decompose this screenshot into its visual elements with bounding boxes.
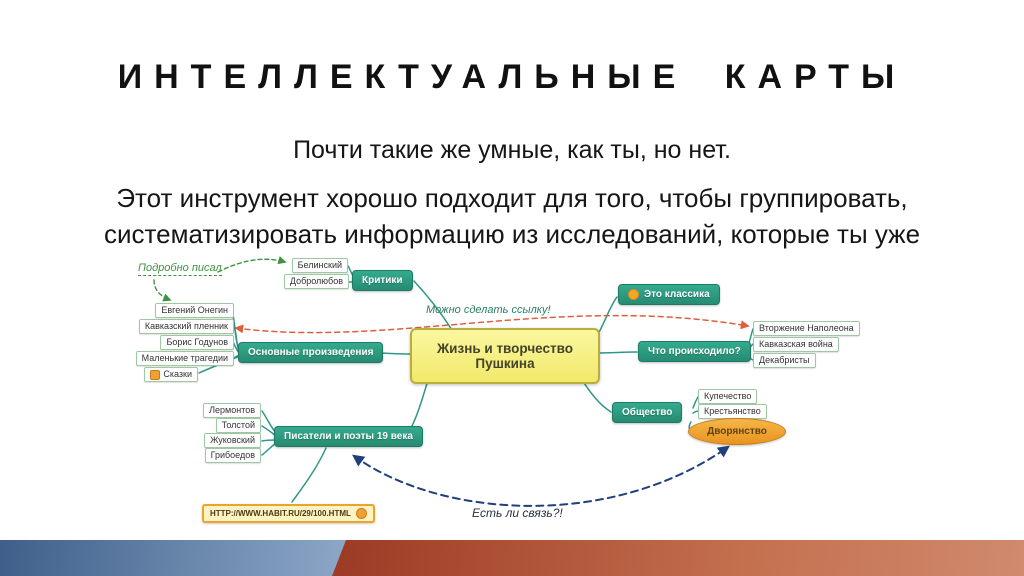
- leaf-boris-godunov: Борис Годунов: [160, 335, 234, 350]
- branch-node-writers: Писатели и поэты 19 века: [274, 426, 423, 447]
- leaf-caucasian-war: Кавказская война: [753, 337, 839, 352]
- leaf-malenkie-tragedii: Маленькие трагедии: [135, 351, 234, 366]
- leaf-napoleon-invasion: Вторжение Наполеона: [753, 321, 860, 336]
- slide-title: ИНТЕЛЛЕКТУАЛЬНЫЕ КАРТЫ: [117, 58, 907, 96]
- branch-classics-label: Это классика: [644, 289, 710, 300]
- branch-node-classics: Это классика: [618, 284, 720, 305]
- body-text-line-2: систематизировать информацию из исследов…: [103, 219, 921, 249]
- blue-dashed-relation-arrow: [352, 445, 730, 507]
- annotation-arrows: [153, 256, 750, 507]
- annotation-relation-note: Есть ли связь?!: [472, 506, 563, 520]
- leaf-evgeny-onegin: Евгений Онегин: [155, 303, 234, 318]
- central-topic-line-1: Жизнь и творчество: [436, 341, 573, 356]
- footer-red-stripe: [332, 540, 1024, 576]
- leaf-decembrists: Декабристы: [753, 353, 816, 368]
- branch-node-society: Общество: [612, 402, 683, 423]
- central-topic-node: Жизнь и творчество Пушкина: [410, 328, 600, 384]
- branch-node-events: Что происходило?: [638, 341, 751, 362]
- highlight-node-dvoryanstvo: Дворянство: [688, 418, 786, 445]
- green-dashed-arrow: [217, 256, 287, 273]
- badge-icon: [628, 289, 639, 300]
- leaf-lermontov: Лермонтов: [203, 403, 261, 418]
- leaf-kavkazsky-plennik: Кавказский пленник: [138, 319, 234, 334]
- branch-node-main-works: Основные произведения: [238, 342, 384, 363]
- body-text-line-1: Этот инструмент хорошо подходит для того…: [116, 183, 908, 213]
- footer-blue-stripe: [0, 540, 346, 576]
- mindmap-diagram: Подробно писал Можно сделать ссылку! Ест…: [130, 250, 870, 540]
- leaf-griboedov: Грибоедов: [204, 448, 261, 463]
- leaf-tolstoy: Толстой: [215, 418, 261, 433]
- link-url-text: HTTP://WWW.HABIT.RU/29/100.HTML: [210, 509, 351, 518]
- folder-icon: [150, 369, 161, 380]
- leaf-skazki: Сказки: [144, 367, 198, 382]
- mindmap-lines: [153, 256, 754, 507]
- leaf-krestyanstvo: Крестьянство: [698, 404, 767, 419]
- leaf-dobrolyubov: Добролюбов: [283, 274, 349, 289]
- central-topic-line-2: Пушкина: [475, 356, 535, 371]
- leaf-kupechestvo: Купечество: [698, 389, 758, 404]
- annotation-detail-note: Подробно писал: [138, 262, 222, 276]
- annotation-link-note: Можно сделать ссылку!: [426, 304, 551, 316]
- branch-node-critics: Критики: [352, 270, 413, 291]
- leaf-belinsky: Белинский: [291, 258, 348, 273]
- red-dashed-link-arrow: [234, 314, 750, 334]
- link-url-box: HTTP://WWW.HABIT.RU/29/100.HTML: [202, 504, 375, 523]
- leaf-skazki-label: Сказки: [163, 369, 192, 379]
- link-icon: [355, 508, 367, 519]
- leaf-zhukovsky: Жуковский: [204, 433, 261, 448]
- slide-subtitle: Почти такие же умные, как ты, но нет.: [293, 136, 731, 164]
- footer-bar: [0, 540, 1024, 576]
- green-dashed-arrow-small: [153, 279, 172, 302]
